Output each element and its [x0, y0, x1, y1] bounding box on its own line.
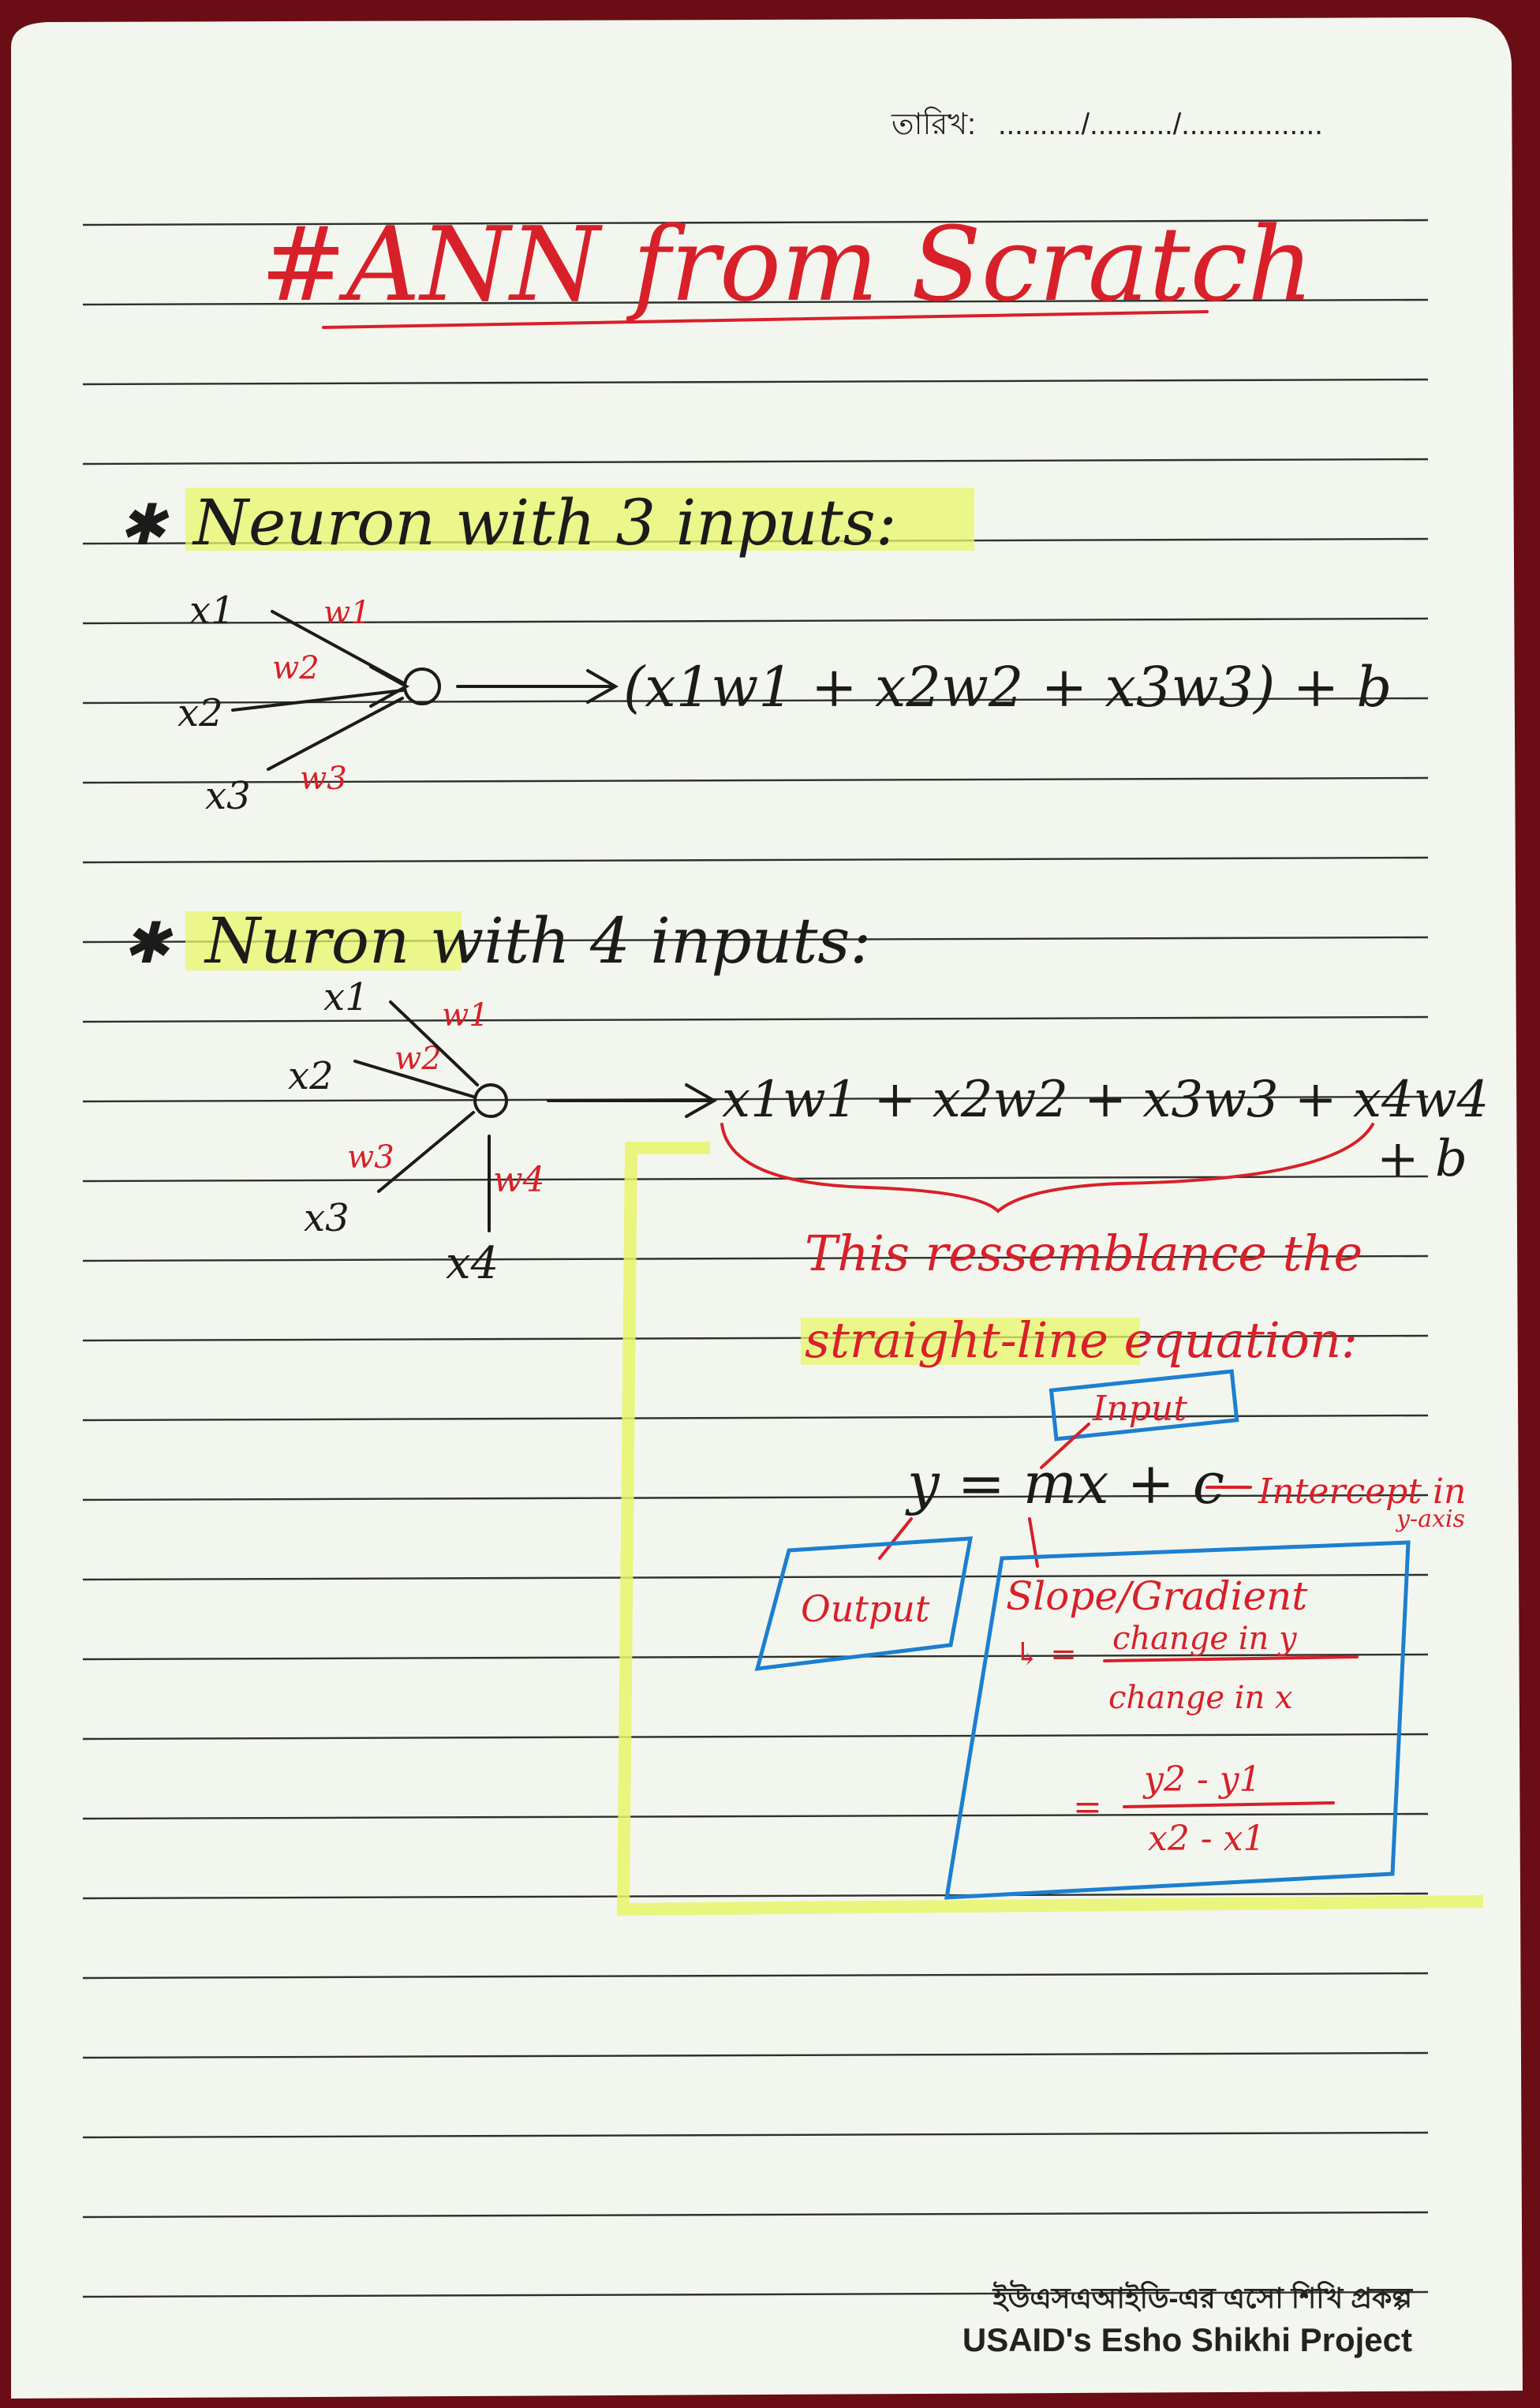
weight-w3: w3 [347, 1139, 394, 1176]
ruled-line [82, 298, 1429, 306]
ruled-line [82, 2051, 1429, 2059]
output-arrowhead [586, 669, 619, 704]
straight-line-note: This ressemblance the straight-line equa… [754, 1225, 1466, 1900]
fraction-bar-2 [1123, 1801, 1335, 1808]
input-label: Input [1092, 1389, 1187, 1429]
slope-eq-2: = [1073, 1787, 1102, 1827]
weight-w1: w1 [442, 997, 489, 1034]
weight-w3: w3 [300, 761, 347, 797]
input-x3: x3 [205, 774, 251, 818]
highlight [801, 1318, 1140, 1365]
slope-denominator-2: x2 - x1 [1148, 1819, 1265, 1859]
line-equation: y = mx + c [905, 1450, 1224, 1516]
ruled-line [82, 1015, 1429, 1023]
ruled-line [82, 1414, 1429, 1422]
note-line-2: straight-line equation: [805, 1311, 1358, 1369]
slope-numerator-2: y2 - y1 [1142, 1759, 1262, 1800]
date-label: তারিখ: [891, 107, 976, 141]
input-x1: x1 [189, 589, 235, 633]
ruled-line [82, 1812, 1429, 1820]
ruled-line [82, 1095, 1429, 1103]
star-bullet-1: ✱ [118, 492, 170, 558]
slope-title: Slope/Gradient [1006, 1573, 1308, 1619]
ruled-lines [82, 219, 1429, 2298]
star-bullet-2: ✱ [122, 910, 174, 976]
output-label: Output [801, 1587, 930, 1630]
output-arrowhead [685, 1083, 718, 1118]
footer-bangla: ইউএসএআইডি-এর এসো শিখি প্রকল্প [992, 2279, 1414, 2314]
edge-1 [389, 1000, 479, 1086]
ruled-line [82, 2290, 1429, 2298]
ruled-line [82, 2131, 1429, 2139]
paper-sheet [11, 17, 1523, 2399]
weight-w2: w2 [394, 1041, 442, 1077]
neuron-3-diagram: x1 x2 x3 w1 w2 w3 (x1w1 + x2w2 + x3w3) +… [178, 589, 1392, 818]
ruled-line [82, 1334, 1429, 1342]
input-x4: x4 [446, 1238, 499, 1289]
page-title: #ANN from Scratch [260, 204, 1314, 324]
intercept-axis: y-axis [1395, 1505, 1465, 1533]
bias-term: + b [1377, 1130, 1467, 1188]
ruled-line [82, 776, 1429, 784]
highlight [185, 911, 462, 970]
intercept-label: Intercept in [1258, 1471, 1466, 1512]
slope-arrow-eq: ↳ = [1014, 1636, 1077, 1673]
ruled-line [82, 1494, 1429, 1501]
date-placeholder: ........../........../................. [998, 108, 1323, 141]
fraction-bar-1 [1103, 1655, 1359, 1662]
edge-3 [377, 1111, 475, 1193]
slope-numerator-1: change in y [1112, 1621, 1298, 1657]
formula-3: (x1w1 + x2w2 + x3w3) + b [623, 655, 1392, 720]
weight-w4: w4 [493, 1160, 545, 1200]
ruled-line [82, 458, 1429, 466]
ruled-line [82, 1972, 1429, 1980]
input-arrow [1040, 1423, 1090, 1469]
input-x3: x3 [304, 1196, 349, 1240]
ruled-line [82, 1653, 1429, 1661]
ruled-line [82, 378, 1429, 386]
highlight [185, 488, 974, 551]
ruled-line [82, 856, 1429, 864]
neuron-4-diagram: x1 x2 x3 x4 w1 w2 w3 w4 x1w1 + x2w2 + x3… [288, 975, 1489, 1289]
edge-2 [231, 689, 404, 712]
brace [720, 1123, 1374, 1213]
neuron-node [403, 667, 441, 705]
input-x2: x2 [288, 1054, 334, 1098]
ruled-line [82, 219, 1429, 226]
edge-2 [353, 1060, 475, 1098]
weight-w1: w1 [323, 595, 371, 631]
input-box [1048, 1369, 1239, 1441]
ruled-line [82, 1254, 1429, 1262]
slope-box [944, 1540, 1411, 1900]
input-x2: x2 [178, 691, 223, 735]
title-underline [322, 310, 1209, 329]
ruled-line [82, 617, 1429, 625]
formula-4: x1w1 + x2w2 + x3w3 + x4w4 [722, 1071, 1489, 1129]
footer-english: USAID's Esho Shikhi Project [962, 2321, 1412, 2358]
ruled-line [82, 1733, 1429, 1741]
ruled-line [82, 1175, 1429, 1183]
input-x1: x1 [323, 975, 369, 1019]
highlight-frame [616, 1142, 1484, 1916]
edge-3 [267, 697, 404, 771]
weight-w2: w2 [272, 650, 320, 686]
slope-denominator-1: change in x [1108, 1680, 1293, 1716]
ruled-line [82, 2211, 1429, 2219]
output-box [754, 1536, 974, 1671]
section-1-heading: Neuron with 3 inputs: [192, 486, 897, 559]
output-arrow [878, 1517, 913, 1560]
section-2-heading: Nuron with 4 inputs: [204, 904, 871, 978]
neuron-node [473, 1083, 508, 1118]
ruled-line [82, 1573, 1429, 1581]
note-line-1: This ressemblance the [805, 1225, 1362, 1282]
ruled-line [82, 1892, 1429, 1900]
